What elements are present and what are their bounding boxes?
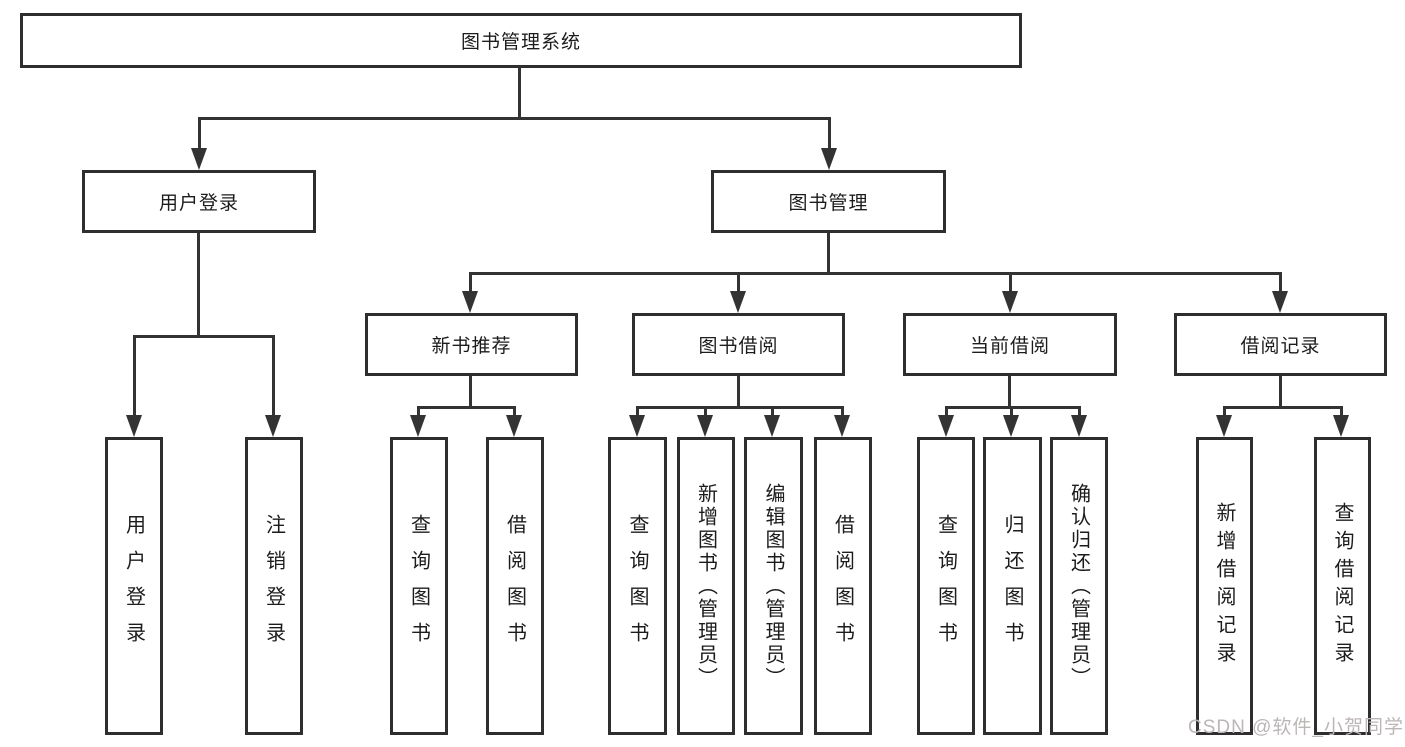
connector-line — [198, 117, 201, 153]
leaf-label: 查询图书 — [934, 514, 957, 658]
leaf-add-borrow-record: 新增借阅记录 — [1196, 437, 1253, 735]
arrow-down-icon — [629, 415, 645, 437]
leaf-label: 用户登录 — [122, 514, 145, 658]
connector-line — [1340, 406, 1343, 419]
leaf-label: 新增借阅记录 — [1213, 502, 1235, 670]
connector-line — [636, 406, 639, 419]
arrow-down-icon — [1003, 415, 1019, 437]
arrow-down-icon — [697, 415, 713, 437]
arrow-down-icon — [191, 148, 207, 170]
leaf-label: 确认归还（管理员） — [1067, 482, 1090, 690]
connector-line — [272, 335, 275, 419]
node-user-login: 用户登录 — [82, 170, 316, 233]
connector-line — [469, 272, 1282, 275]
leaf-edit-books-admin: 编辑图书（管理员） — [744, 437, 803, 735]
node-new-book-recommendation: 新书推荐 — [365, 313, 578, 376]
leaf-label: 查询图书 — [407, 514, 430, 658]
leaf-user-login: 用户登录 — [105, 437, 163, 735]
leaf-borrow-books: 借阅图书 — [814, 437, 872, 735]
leaf-query-books: 查询图书 — [608, 437, 667, 735]
arrow-down-icon — [506, 415, 522, 437]
connector-line — [1078, 406, 1081, 419]
arrow-down-icon — [1071, 415, 1087, 437]
leaf-logout: 注销登录 — [245, 437, 303, 735]
connector-line — [198, 117, 831, 120]
connector-line — [513, 406, 516, 419]
node-label: 当前借阅 — [969, 336, 1050, 357]
node-label: 借阅记录 — [1240, 336, 1321, 357]
connector-line — [945, 406, 948, 419]
connector-line — [1009, 272, 1012, 294]
leaf-label: 查询图书 — [626, 514, 648, 658]
connector-line — [828, 117, 831, 153]
leaf-label: 注销登录 — [262, 514, 285, 658]
connector-line — [1010, 406, 1013, 419]
connector-line — [771, 406, 774, 419]
node-current-borrowing: 当前借阅 — [903, 313, 1117, 376]
leaf-add-books-admin: 新增图书（管理员） — [677, 437, 735, 735]
node-book-management: 图书管理 — [711, 170, 946, 233]
leaf-confirm-return-admin: 确认归还（管理员） — [1050, 437, 1108, 735]
arrow-down-icon — [764, 415, 780, 437]
node-label: 图书管理 — [788, 193, 869, 214]
connector-line — [197, 233, 200, 335]
arrow-down-icon — [821, 148, 837, 170]
connector-line — [704, 406, 707, 419]
leaf-label: 借阅图书 — [831, 514, 854, 658]
csdn-watermark: CSDN @软件_小贺同学 — [1188, 717, 1404, 738]
connector-line — [417, 406, 420, 419]
connector-line — [841, 406, 844, 419]
arrow-down-icon — [265, 415, 281, 437]
arrow-down-icon — [834, 415, 850, 437]
arrow-down-icon — [1272, 291, 1288, 313]
connector-line — [737, 376, 740, 406]
leaf-label: 编辑图书（管理员） — [762, 482, 784, 690]
leaf-label: 归还图书 — [1001, 514, 1023, 658]
node-label: 图书借阅 — [698, 336, 779, 357]
leaf-label: 新增图书（管理员） — [694, 482, 717, 690]
node-borrowing-records: 借阅记录 — [1174, 313, 1387, 376]
leaf-query-books: 查询图书 — [917, 437, 975, 735]
arrow-down-icon — [462, 291, 478, 313]
leaf-query-books: 查询图书 — [390, 437, 448, 735]
leaf-return-books: 归还图书 — [983, 437, 1042, 735]
connector-line — [518, 67, 521, 117]
connector-line — [133, 335, 136, 419]
node-library-management-system: 图书管理系统 — [20, 13, 1022, 68]
arrow-down-icon — [1002, 291, 1018, 313]
arrow-down-icon — [1216, 415, 1232, 437]
connector-line — [1223, 406, 1226, 419]
connector-line — [737, 272, 740, 294]
connector-line — [827, 233, 830, 272]
leaf-label: 借阅图书 — [503, 514, 526, 658]
node-label: 用户登录 — [158, 193, 239, 214]
node-book-borrowing: 图书借阅 — [632, 313, 845, 376]
arrow-down-icon — [730, 291, 746, 313]
connector-line — [1279, 376, 1282, 406]
connector-line — [945, 406, 1081, 409]
connector-line — [133, 335, 275, 338]
connector-line — [1008, 376, 1011, 406]
leaf-label: 查询借阅记录 — [1331, 502, 1353, 670]
connector-line — [469, 272, 472, 294]
node-label: 图书管理系统 — [460, 32, 581, 53]
connector-line — [636, 406, 844, 409]
connector-line — [469, 376, 472, 406]
leaf-borrow-books: 借阅图书 — [486, 437, 544, 735]
connector-line — [1279, 272, 1282, 294]
arrow-down-icon — [938, 415, 954, 437]
arrow-down-icon — [126, 415, 142, 437]
arrow-down-icon — [410, 415, 426, 437]
node-label: 新书推荐 — [431, 336, 512, 357]
leaf-query-borrow-record: 查询借阅记录 — [1314, 437, 1371, 735]
connector-line — [1223, 406, 1343, 409]
connector-line — [417, 406, 516, 409]
arrow-down-icon — [1333, 415, 1349, 437]
